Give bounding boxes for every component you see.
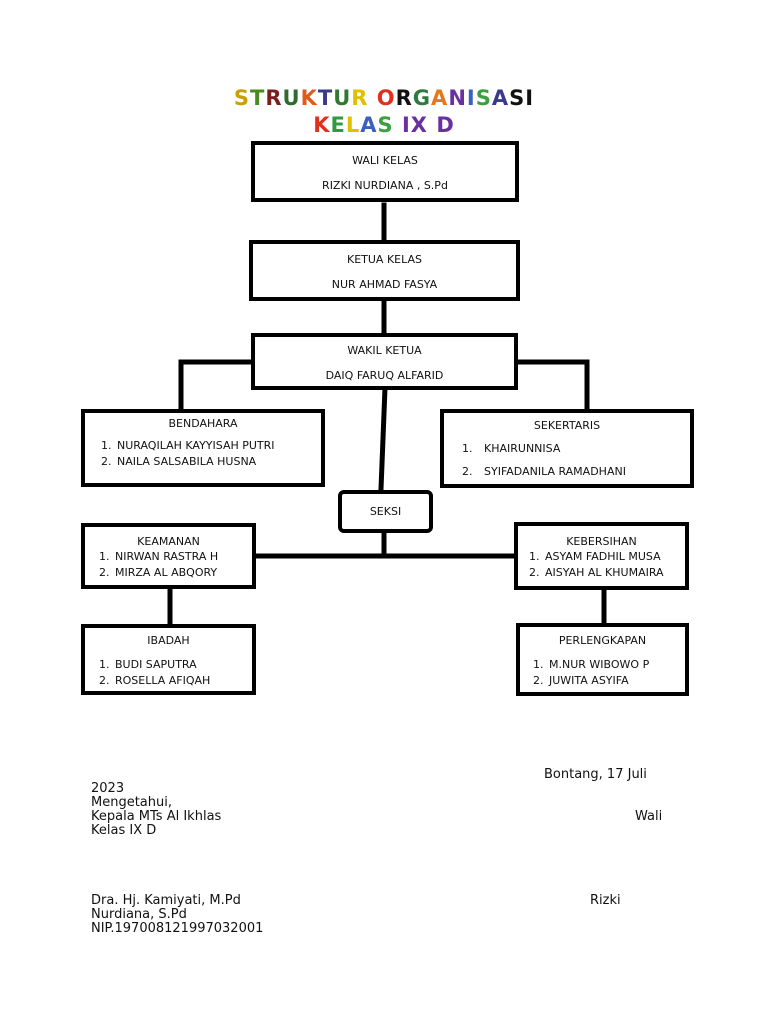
perlengkapan-box: PERLENGKAPAN M.NUR WIBOWO P JUWITA ASYIF… [516,623,689,696]
footer-sign-left: Dra. Hj. Kamiyati, M.Pd [91,893,241,908]
title-letter: T [317,86,334,110]
wali-kelas-name: RIZKI NURDIANA , S.Pd [322,178,448,192]
line-wakil-sekertaris [513,359,590,413]
sekertaris-role: SEKERTARIS [533,419,601,432]
title-letter: T [250,86,266,110]
sekertaris-box: SEKERTARIS KHAIRUNNISA SYIFADANILA RAMAD… [440,409,694,488]
wakil-ketua-box: WAKIL KETUA DAIQ FARUQ ALFARID [251,333,518,390]
perlengkapan-member: M.NUR WIBOWO P [547,658,685,672]
kebersihan-box: KEBERSIHAN ASYAM FADHIL MUSA AISYAH AL K… [514,522,689,590]
kebersihan-role: KEBERSIHAN [566,535,637,548]
title-letter: G [412,86,432,110]
footer-sign-right: Rizki [590,893,621,908]
sekertaris-member: KHAIRUNNISA [476,442,690,456]
keamanan-member: NIRWAN RASTRA H [113,550,252,564]
title-letter: S [509,86,526,110]
seksi-label: SEKSI [369,505,402,518]
keamanan-member: MIRZA AL ABQORY [113,566,252,580]
title-letter: N [448,86,467,110]
bendahara-box: BENDAHARA NURAQILAH KAYYISAH PUTRI NAILA… [81,409,325,487]
ketua-kelas-name: NUR AHMAD FASYA [331,277,438,291]
title-letter: K [300,86,318,110]
footer-nip: NIP.197008121997032001 [91,921,264,936]
line-wakil-seksi [378,385,388,492]
title-letter: I [401,113,411,137]
footer-mengetahui: Mengetahui, [91,795,172,810]
keamanan-role: KEAMANAN [137,535,200,548]
footer-year: 2023 [91,781,125,796]
title-letter: R [351,86,369,110]
title-letter: U [333,86,352,110]
title-line-2: KELAS IX D [0,113,768,137]
kebersihan-member: AISYAH AL KHUMAIRA [543,566,685,580]
title-letter: A [360,113,378,137]
bendahara-member: NAILA SALSABILA HUSNA [115,455,321,469]
title-letter: A [491,86,510,110]
title-letter: R [395,86,413,110]
footer-sign-cont: Nurdiana, S.Pd [91,907,187,922]
ibadah-member: ROSELLA AFIQAH [113,674,252,688]
wakil-ketua-name: DAIQ FARUQ ALFARID [325,368,444,382]
title-letter: S [377,113,394,137]
kebersihan-member: ASYAM FADHIL MUSA [543,550,685,564]
wali-kelas-box: WALI KELAS RIZKI NURDIANA , S.Pd [251,141,519,202]
title-letter: R [265,86,283,110]
ibadah-member: BUDI SAPUTRA [113,658,252,672]
title-letter: S [475,86,492,110]
title-letter: A [431,86,449,110]
ketua-kelas-box: KETUA KELAS NUR AHMAD FASYA [249,240,520,301]
title-letter: D [436,113,455,137]
ibadah-box: IBADAH BUDI SAPUTRA ROSELLA AFIQAH [81,624,256,695]
wakil-ketua-role: WAKIL KETUA [347,344,422,357]
title-letter: K [313,113,331,137]
title-line-1: STRUKTUR ORGANISASI [0,86,768,110]
title-letter: I [525,86,535,110]
seksi-box: SEKSI [338,490,433,533]
keamanan-box: KEAMANAN NIRWAN RASTRA H MIRZA AL ABQORY [81,523,256,589]
title-letter: S [233,86,251,110]
bendahara-role: BENDAHARA [168,417,238,430]
ibadah-role: IBADAH [147,634,190,647]
wali-kelas-role: WALI KELAS [352,154,418,167]
bendahara-member: NURAQILAH KAYYISAH PUTRI [115,439,321,453]
footer-wali: Wali [635,809,663,824]
perlengkapan-role: PERLENGKAPAN [558,634,647,647]
perlengkapan-member: JUWITA ASYIFA [547,674,685,688]
title-letter: E [330,113,346,137]
footer-kelas: Kelas IX D [91,823,157,838]
title-letter: L [345,113,361,137]
footer-kepala: Kepala MTs Al Ikhlas [91,809,222,824]
title-letter: U [282,86,301,110]
line-wakil-bendahara [178,359,255,413]
ketua-kelas-role: KETUA KELAS [346,253,422,266]
title-letter: O [376,86,396,110]
sekertaris-member: SYIFADANILA RAMADHANI [476,465,690,479]
footer-date: Bontang, 17 Juli [544,767,647,782]
title-letter: X [410,113,428,137]
title-letter: I [466,86,476,110]
